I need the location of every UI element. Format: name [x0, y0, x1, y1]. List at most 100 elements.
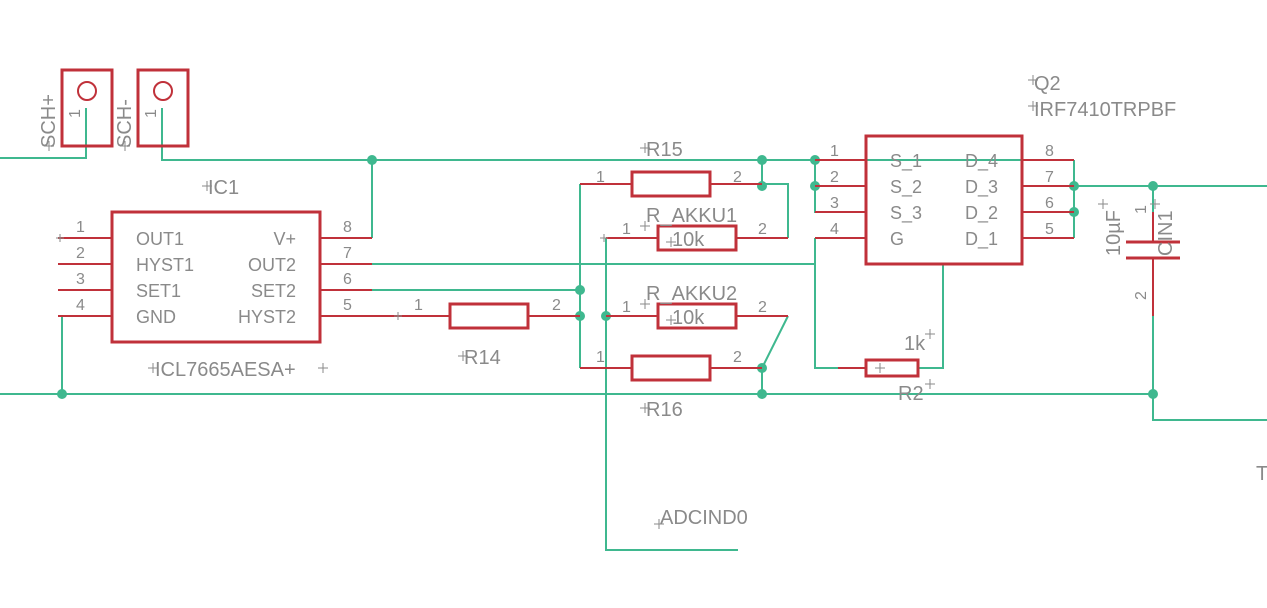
r-akku2-name: R_AKKU2 — [646, 283, 737, 305]
wire-cap-bottom — [1152, 316, 1267, 421]
r-akku2-value: 10k — [672, 307, 705, 329]
pin-label: G — [890, 229, 904, 249]
junction — [57, 389, 67, 399]
connector-body — [136, 68, 190, 148]
pin-number: 1 — [596, 349, 605, 366]
origin-markers — [44, 75, 1160, 529]
junction — [575, 285, 585, 295]
cin1: 10µF CIN1 1 2 — [1103, 205, 1180, 316]
wire-r2-q2 — [918, 264, 944, 369]
pad-icon — [77, 81, 97, 101]
r14-body — [448, 302, 530, 330]
pin-number: 3 — [76, 271, 85, 288]
r2: 1k R2 — [838, 333, 926, 405]
junction — [367, 155, 377, 165]
ic1-body — [110, 210, 322, 344]
pin-number: 1 — [622, 299, 631, 316]
wire-adc — [605, 238, 738, 551]
pin-number: 4 — [76, 297, 85, 314]
pin-label: OUT1 — [136, 229, 184, 249]
cin1-value: 10µF — [1103, 210, 1125, 256]
pin-label: D_2 — [965, 203, 998, 224]
pin-number: 4 — [830, 221, 839, 238]
pin-number: 2 — [733, 349, 742, 366]
pin-number: 7 — [343, 245, 352, 262]
pin-number: 8 — [1045, 143, 1054, 160]
pin-label: OUT2 — [248, 255, 296, 275]
pin-label: V+ — [273, 229, 296, 249]
connector-name: SCH+ — [38, 94, 60, 148]
pin-number: 2 — [830, 169, 839, 186]
ic1: 1 2 3 4 OUT1 HYST1 SET1 GND 8 7 6 5 V+ O… — [58, 177, 372, 381]
r15: 1 2 R15 — [580, 139, 762, 198]
junction — [757, 155, 767, 165]
pin-number: 1 — [622, 221, 631, 238]
pin-number: 5 — [343, 297, 352, 314]
pin-number: 1 — [67, 109, 84, 118]
cin1-name: CIN1 — [1155, 210, 1177, 256]
net-label-edge: T — [1256, 463, 1267, 485]
pin-number: 2 — [1133, 291, 1150, 300]
pin-label: S_3 — [890, 203, 922, 224]
pin-number: 5 — [1045, 221, 1054, 238]
pin-label: D_1 — [965, 229, 998, 250]
r15-name: R15 — [646, 139, 683, 161]
pin-number: 3 — [830, 195, 839, 212]
pin-number: 2 — [76, 245, 85, 262]
pin-number: 6 — [343, 271, 352, 288]
r14: 1 2 R14 — [372, 297, 580, 369]
q2-value: IRF7410TRPBF — [1034, 99, 1176, 121]
pin-label: S_2 — [890, 177, 922, 198]
r2-name: R2 — [898, 383, 924, 405]
pin-label: GND — [136, 307, 176, 327]
r-akku1-name: R_AKKU1 — [646, 205, 737, 227]
connector-sch-minus: SCH- 1 — [114, 68, 190, 148]
pin-label: HYST1 — [136, 255, 194, 275]
connector-body — [60, 68, 114, 148]
wire-r15-right — [761, 160, 789, 238]
connector-name: SCH- — [114, 99, 136, 148]
r-akku1: 1 2 R_AKKU1 10k — [606, 205, 788, 252]
r2-body — [864, 358, 920, 378]
wire-top-left — [0, 108, 87, 159]
wire-top-rail — [161, 108, 1074, 161]
q2-body — [864, 134, 1024, 266]
r-akku2: 1 2 R_AKKU2 10k — [606, 283, 788, 330]
q2-name: Q2 — [1034, 73, 1061, 95]
pin-number: 1 — [76, 219, 85, 236]
r14-name: R14 — [464, 347, 501, 369]
junction — [1148, 181, 1158, 191]
r16-body — [630, 354, 712, 382]
pin-number: 2 — [758, 299, 767, 316]
junction — [757, 389, 767, 399]
pin-number: 6 — [1045, 195, 1054, 212]
pin-number: 1 — [414, 297, 423, 314]
pin-label: SET2 — [251, 281, 296, 301]
pin-number: 1 — [1133, 205, 1150, 214]
r16-name: R16 — [646, 399, 683, 421]
pad-icon — [153, 81, 173, 101]
junction — [757, 181, 767, 191]
pin-number: 2 — [758, 221, 767, 238]
pin-number: 7 — [1045, 169, 1054, 186]
junction — [1148, 389, 1158, 399]
r16: 1 2 R16 — [580, 349, 762, 421]
pin-number: 2 — [552, 297, 561, 314]
pin-label: SET1 — [136, 281, 181, 301]
pin-label: S_1 — [890, 151, 922, 172]
pin-label: D_4 — [965, 151, 998, 172]
ic1-name: IC1 — [208, 177, 239, 199]
r-akku1-value: 10k — [672, 229, 705, 251]
wire-gate — [814, 238, 838, 369]
pin-number: 1 — [830, 143, 839, 160]
r15-body — [630, 170, 712, 198]
wire-akku2-r16 — [761, 315, 789, 394]
pin-number: 2 — [733, 169, 742, 186]
connector-sch-plus: SCH+ 1 — [38, 68, 114, 148]
pin-number: 1 — [143, 109, 160, 118]
pin-label: HYST2 — [238, 307, 296, 327]
pin-number: 8 — [343, 219, 352, 236]
pin-number: 1 — [596, 169, 605, 186]
net-label-adc: ADCIND0 — [660, 507, 748, 529]
